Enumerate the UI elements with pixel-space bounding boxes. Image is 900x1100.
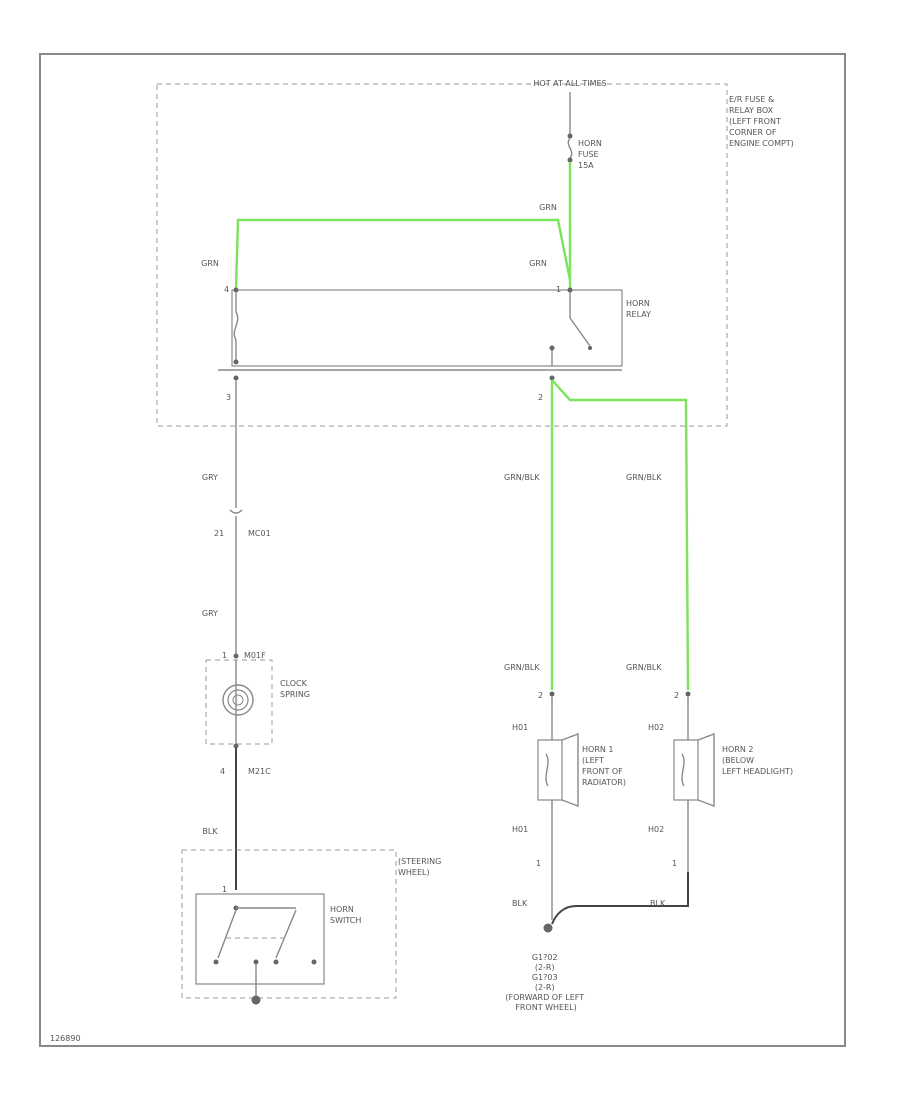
horn-switch-pole-1 — [213, 959, 219, 965]
steering-wheel-boundary — [181, 849, 397, 999]
relay-contact-terminal — [549, 345, 555, 351]
horn2-bell — [697, 732, 715, 808]
clock-spring-boundary — [205, 659, 273, 745]
wire-label-relay-pin1: GRN — [529, 259, 547, 268]
power-label: HOT AT ALL TIMES — [533, 79, 606, 88]
horn-switch-pole-2 — [253, 959, 259, 965]
wire-label-horn1-upper: GRN/BLK — [504, 473, 540, 482]
horn2-top-pin: 2 — [674, 691, 679, 700]
wire-label-blk-ground-left: BLK — [512, 899, 528, 908]
horn1-diaphragm — [545, 753, 549, 787]
relay-coil — [233, 292, 239, 360]
horn-switch-contact-a — [217, 909, 237, 959]
connector-mc01-name: MC01 — [248, 529, 271, 538]
horn2-body — [673, 739, 699, 801]
figure-id: 126890 — [50, 1034, 81, 1043]
ground-label: G1?02 (2-R) G1?03 (2-R) (FORWARD OF LEFT… — [505, 953, 586, 1012]
clock-spring-label: CLOCK SPRING — [280, 679, 310, 699]
horn-relay-body — [231, 289, 623, 367]
relay-terminal-2 — [549, 375, 555, 381]
wire-label-relay-pin4: GRN — [201, 259, 219, 268]
hot-wire-relay-to-horn2 — [551, 379, 690, 691]
horn2-bottom-pin: 1 — [672, 859, 677, 868]
clock-spring-coil-inner — [232, 694, 244, 706]
clock-spring-terminal-top — [233, 653, 239, 659]
wire-label-horn1-lower: GRN/BLK — [504, 663, 540, 672]
horn-switch-label: HORN SWITCH — [330, 905, 361, 925]
horn-switch-pole-3 — [273, 959, 279, 965]
relay-terminal-3 — [233, 375, 239, 381]
horn-switch-body — [195, 893, 325, 985]
horn1-bell — [561, 732, 579, 808]
wire-label-horn2-lower: GRN/BLK — [626, 663, 662, 672]
horn1-top-conn: H01 — [512, 723, 528, 732]
horn2-terminal-top — [685, 691, 691, 697]
horn1-bottom-conn: H01 — [512, 825, 528, 834]
fuse-terminal-bottom — [567, 157, 573, 163]
horn1-body — [537, 739, 563, 801]
relay-terminal-4 — [233, 287, 239, 293]
horn-switch-pole-4 — [311, 959, 317, 965]
ground-point — [543, 923, 553, 933]
diagram-frame — [39, 53, 846, 1047]
horn-relay-label: HORN RELAY — [626, 299, 652, 319]
clock-spring-coil-outer — [222, 684, 254, 716]
horn2-bottom-conn: H02 — [648, 825, 664, 834]
clock-spring-top-pin: 1 — [222, 651, 227, 660]
relay-coil-terminal — [233, 359, 239, 365]
relay-pin-3: 3 — [226, 393, 231, 402]
clock-spring-bottom-name: M21C — [248, 767, 271, 776]
clock-spring-bottom-pin: 4 — [220, 767, 225, 776]
wire-label-gry-lower: GRY — [202, 609, 218, 618]
horn-fuse-label: HORN FUSE 15A — [578, 139, 604, 170]
horn2-top-conn: H02 — [648, 723, 664, 732]
relay-pin-1: 1 — [556, 285, 561, 294]
fuse-terminal-top — [567, 133, 573, 139]
horn-switch-pin: 1 — [222, 885, 227, 894]
horn1-bottom-pin: 1 — [536, 859, 541, 868]
relay-pin-4: 4 — [224, 285, 229, 294]
horn1-terminal-top — [549, 691, 555, 697]
wire-label-blk-ground-right: BLK — [650, 899, 666, 908]
wire-label-gry-upper: GRY — [202, 473, 218, 482]
relay-switch-contact — [569, 317, 591, 347]
ground-wire-horn2 — [551, 872, 689, 925]
wire-label-fuse-to-relay: GRN — [539, 203, 557, 212]
relay-terminal-1 — [567, 287, 573, 293]
horn2-diaphragm — [681, 753, 685, 787]
horn-switch-contact-b — [275, 909, 297, 959]
horn2-label: HORN 2 (BELOW LEFT HEADLIGHT) — [722, 745, 793, 776]
relay-pin-2: 2 — [538, 393, 543, 402]
clock-spring-top-name: M01F — [244, 651, 266, 660]
horn1-top-pin: 2 — [538, 691, 543, 700]
relay-switch-pivot — [588, 346, 592, 350]
horn1-label: HORN 1 (LEFT FRONT OF RADIATOR) — [582, 745, 626, 787]
horn-fuse-symbol — [567, 137, 573, 159]
wire-label-blk-switch: BLK — [202, 827, 218, 836]
connector-mc01-pin: 21 — [214, 529, 224, 538]
horn-switch-ground-point — [251, 995, 261, 1005]
hot-wire-fuse-to-relay-pin4 — [234, 218, 572, 289]
clock-spring-coil-mid — [227, 689, 249, 711]
steering-wheel-label: (STEERING WHEEL) — [398, 857, 444, 877]
fuse-relay-box-boundary — [156, 83, 728, 427]
clock-spring-terminal-bottom — [233, 743, 239, 749]
wire-label-horn2-upper: GRN/BLK — [626, 473, 662, 482]
connector-mc01-symbol — [229, 509, 243, 514]
fuse-box-label: E/R FUSE & RELAY BOX (LEFT FRONT CORNER … — [729, 95, 794, 148]
